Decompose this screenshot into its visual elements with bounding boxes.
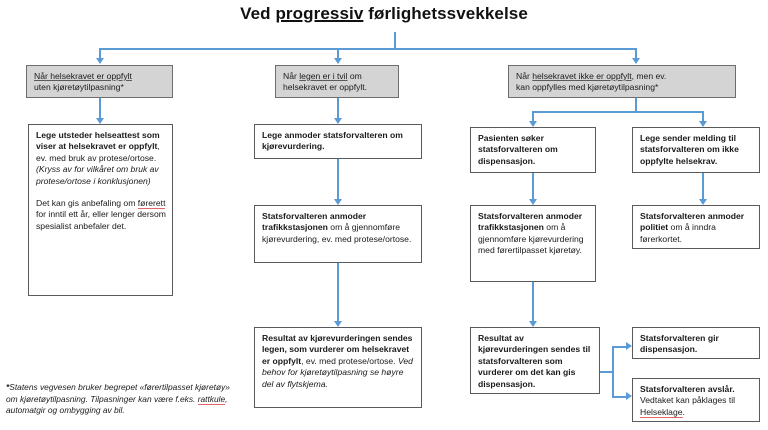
box-resultat-kjorevurdering-lege[interactable]: Resultat av kjørevurderingen sendes lege… (254, 327, 422, 408)
connector-col3-down-2 (532, 173, 534, 200)
header-2-line1-pre: Når (283, 71, 300, 81)
outcome-denied-plain1: Vedtaket kan påklages til (640, 395, 736, 406)
arrow-to-header-2 (334, 58, 342, 64)
arrow-col3-box1 (529, 121, 537, 127)
connector-title-stem (394, 32, 396, 49)
col4-box2-plain1: om å inndra førerkortet. (640, 222, 716, 244)
col3-box2-plain1: om å gjennomføre kjørevurdering med føre… (478, 222, 584, 256)
header-3-line1-pre: Når (516, 71, 533, 81)
col2-box3-italic1: Ved behov for kjøretøytilpasning se høyr… (262, 355, 413, 389)
connector-to-header-2 (337, 48, 339, 59)
arrow-to-header-1 (96, 58, 104, 64)
connector-to-col3 (532, 111, 534, 122)
connector-top-bus (99, 48, 636, 50)
arrow-col3-box3 (529, 321, 537, 327)
connector-to-denied (612, 396, 627, 398)
connector-col2-down-2 (337, 159, 339, 200)
col1-box1-plain1: , ev. med bruk av protese/ortose. (36, 141, 160, 163)
header-1-line1: Når helsekravet er oppfylt (34, 71, 132, 81)
col2-box2-bold1: Statsforvalteren anmoder trafikkstasjone… (262, 211, 367, 233)
box-lege-anmoder-statsforvalteren[interactable]: Lege anmoder statsforvalteren om kjørevu… (254, 124, 422, 159)
box-dispensasjon-gitt[interactable]: Statsforvalteren gir dispensasjon. (632, 327, 760, 359)
col1-box1-bold1: Lege utsteder helseattest som viser at h… (36, 130, 160, 152)
header-2-line1-ul: legen er i tvil (299, 71, 348, 81)
page-title: Ved progressiv førlighetssvekkelse (0, 4, 768, 24)
box-statsforvalteren-anmoder-trafikkstasjonen-1[interactable]: Statsforvalteren anmoder trafikkstasjone… (254, 205, 422, 263)
connector-col3-down-3 (532, 282, 534, 322)
col2-box3-bold1: Resultat av kjørevurderingen sendes lege… (262, 333, 413, 366)
outcome-denied-link[interactable]: Helseklage (640, 406, 683, 418)
col3-box2-bold1: Statsforvalteren anmoder trafikkstasjone… (478, 211, 583, 233)
arrow-col4-box1 (699, 121, 707, 127)
box-lege-utsteder-helseattest[interactable]: Lege utsteder helseattest som viser at h… (28, 124, 173, 296)
title-underlined: progressiv (275, 4, 364, 23)
col2-box1-text: Lege anmoder statsforvalteren om kjørevu… (262, 130, 403, 152)
connector-outcome-bus (612, 346, 614, 398)
outcome-denied-bold1: Statsforvalteren avslår. (640, 384, 735, 394)
col2-box3-plain1: , ev. med protese/ortose. (301, 355, 398, 366)
header-box-oppfylt[interactable]: Når helsekravet er oppfylt uten kjøretøy… (26, 65, 173, 98)
col4-box1-text: Lege sender melding til statsforvalteren… (640, 133, 739, 166)
arrow-col1-box1 (96, 118, 104, 124)
footnote-star: * (6, 382, 10, 392)
arrow-col2-box3 (334, 321, 342, 327)
col3-box3-text: Resultat av kjørevurderingen sendes til … (478, 333, 591, 389)
footnote-underlined: rattkule (197, 393, 226, 405)
header-3-line1-post: , men ev. (631, 71, 667, 81)
box-resultat-kjorevurdering-statsforvalter[interactable]: Resultat av kjørevurderingen sendes til … (470, 327, 600, 394)
box-dispensasjon-avslatt[interactable]: Statsforvalteren avslår. Vedtaket kan på… (632, 378, 760, 422)
outcome-denied-post: . (682, 406, 685, 417)
connector-col34-bus (532, 111, 704, 113)
footnote-text: Statens vegvesen bruker begrepet «førert… (6, 382, 230, 404)
col2-box2-plain1: om å gjennomføre kjørevurdering, ev. med… (262, 222, 412, 244)
connector-to-granted (612, 346, 627, 348)
header-3-line2: kan oppfylles med kjøretøytilpasning* (516, 82, 659, 93)
box-pasienten-soker-dispensasjon[interactable]: Pasienten søker statsforvalteren om disp… (470, 127, 596, 173)
arrow-col2-box2 (334, 199, 342, 205)
connector-outcome-stem (600, 371, 614, 373)
footnote: *Statens vegvesen bruker begrepet «fører… (6, 382, 240, 417)
header-1-line2: uten kjøretøytilpasning* (34, 82, 124, 93)
connector-col2-down-3 (337, 263, 339, 322)
box-lege-sender-melding[interactable]: Lege sender melding til statsforvalteren… (632, 127, 760, 173)
connector-to-col4 (702, 111, 704, 122)
arrow-col3-box2 (529, 199, 537, 205)
header-3-line1-ul: helsekravet ikke er oppfylt (532, 71, 632, 81)
connector-to-header-1 (99, 48, 101, 59)
connector-col2-down-1 (337, 98, 339, 119)
header-2-line1-post: om (347, 71, 362, 81)
arrow-to-header-3 (632, 58, 640, 64)
arrow-col4-box2 (699, 199, 707, 205)
header-box-tvil[interactable]: Når legen er i tvil om helsekravet er op… (275, 65, 399, 98)
box-statsforvalteren-anmoder-politiet[interactable]: Statsforvalteren anmoder politiet om å i… (632, 205, 760, 249)
box-statsforvalteren-anmoder-trafikkstasjonen-2[interactable]: Statsforvalteren anmoder trafikkstasjone… (470, 205, 596, 282)
col1-box1-plain2-post: for inntil ett år, eller lenger dersom s… (36, 209, 166, 231)
col4-box2-bold1: Statsforvalteren anmoder politiet (640, 211, 745, 233)
title-post: førlighetssvekkelse (363, 4, 528, 23)
col1-box1-italic1: (Kryss av for vilkåret om bruk av protes… (36, 164, 159, 186)
connector-col34-stem (635, 98, 637, 112)
connector-col4-down-2 (702, 173, 704, 200)
col1-box1-plain2-ul: førerett (137, 198, 166, 210)
col3-box1-text: Pasienten søker statsforvalteren om disp… (478, 133, 558, 166)
arrow-to-granted (626, 342, 632, 350)
outcome-granted-text: Statsforvalteren gir dispensasjon. (640, 333, 719, 355)
title-pre: Ved (240, 4, 276, 23)
arrow-col2-box1 (334, 118, 342, 124)
header-box-ikke-oppfylt[interactable]: Når helsekravet ikke er oppfylt, men ev.… (508, 65, 736, 98)
footnote-post: , automatgir og ombygging av bil. (6, 393, 228, 416)
arrow-to-denied (626, 392, 632, 400)
connector-col1-down (99, 98, 101, 119)
header-2-line2: helsekravet er oppfylt. (283, 82, 368, 93)
col1-box1-plain2-pre: Det kan gis anbefaling om (36, 198, 138, 209)
connector-to-header-3 (635, 48, 637, 59)
